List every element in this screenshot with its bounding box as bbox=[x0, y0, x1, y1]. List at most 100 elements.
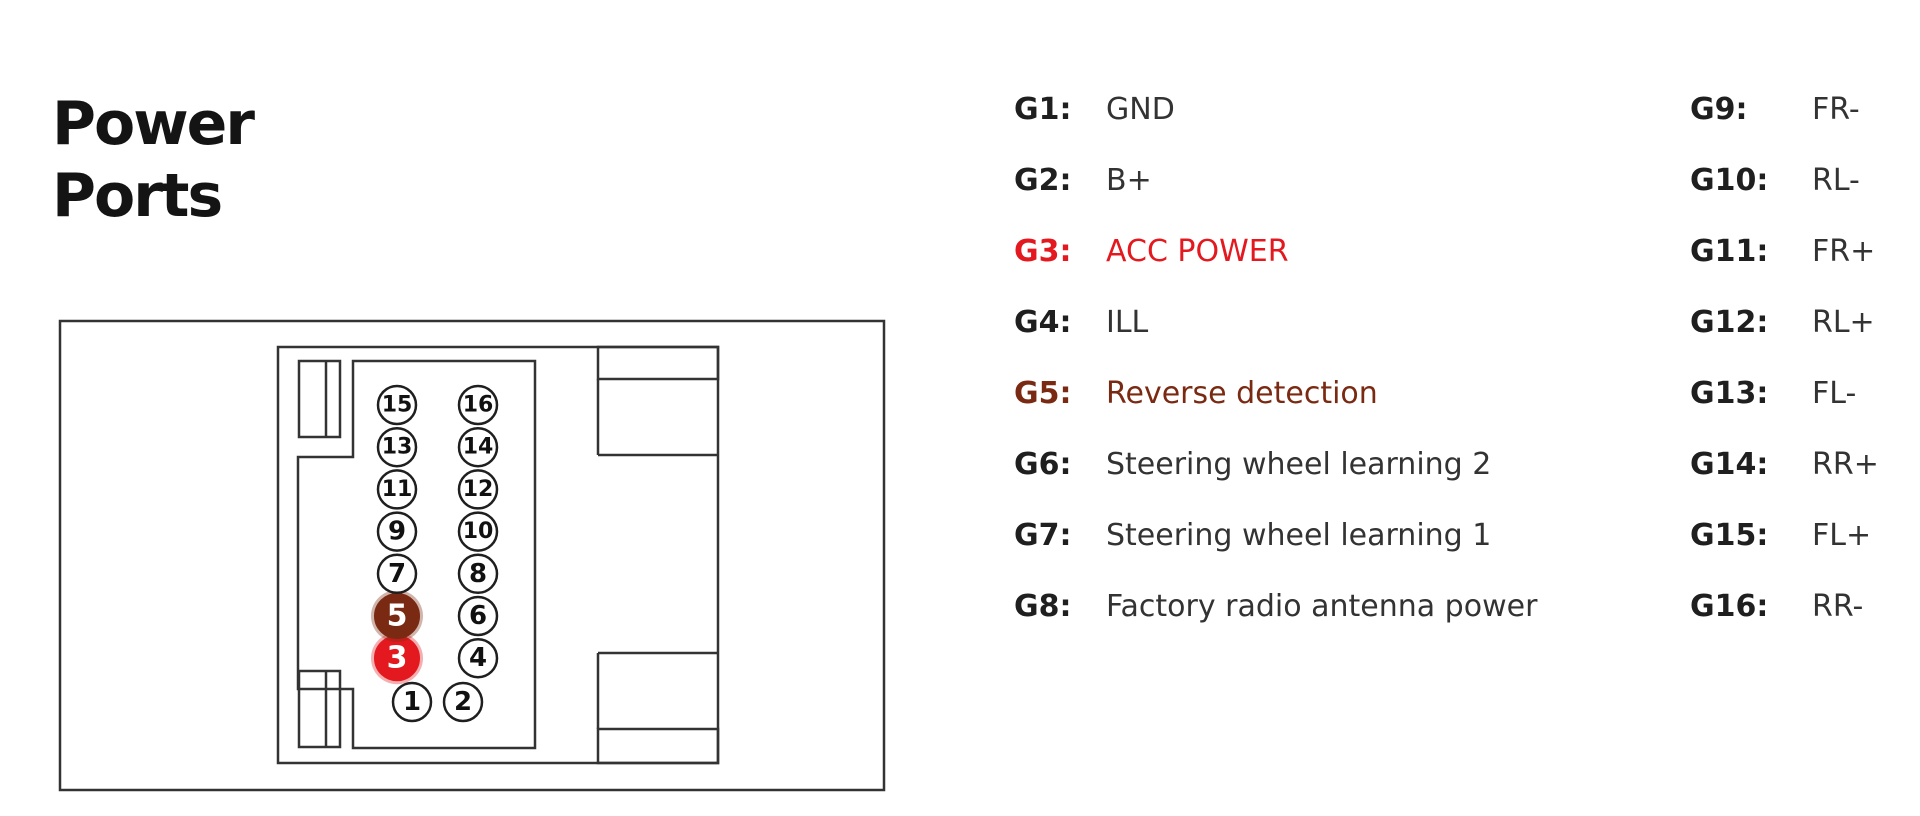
connector-pin-14: 14 bbox=[457, 426, 499, 468]
pin-function-label: GND bbox=[1106, 92, 1175, 127]
pin-function-label: RR+ bbox=[1812, 447, 1879, 482]
pinout-row-g12: G12: RL+ bbox=[1690, 305, 1875, 340]
pinout-row-g15: G15: FL+ bbox=[1690, 518, 1871, 553]
pin-id-label: G4: bbox=[1014, 305, 1072, 340]
pin-number-label: 16 bbox=[463, 393, 494, 418]
connector-pin-9: 9 bbox=[376, 511, 418, 552]
pin-id-label: G13: bbox=[1690, 376, 1769, 411]
connector-pin-11: 11 bbox=[376, 469, 418, 510]
pin-function-label: B+ bbox=[1106, 163, 1152, 198]
pinout-row-g8: G8: Factory radio antenna power bbox=[1014, 589, 1537, 624]
page-title: Power Ports bbox=[52, 88, 255, 232]
pin-function-label: ACC POWER bbox=[1106, 234, 1289, 269]
pin-id-label: G11: bbox=[1690, 234, 1769, 269]
top-latch-slot bbox=[297, 359, 342, 439]
pin-function-label: Reverse detection bbox=[1106, 376, 1378, 411]
pinout-row-g6: G6:Steering wheel learning 2 bbox=[1014, 447, 1491, 482]
pin-number-label: 6 bbox=[469, 601, 487, 631]
pin-circle bbox=[457, 511, 499, 552]
pin-number-label: 1 bbox=[403, 687, 421, 717]
connector-pin-13: 13 bbox=[376, 426, 418, 468]
pin-function-label: FL- bbox=[1812, 376, 1857, 411]
right-top-tab bbox=[596, 345, 720, 381]
pin-number-label: 8 bbox=[469, 559, 487, 589]
pinout-row-g13: G13: FL- bbox=[1690, 376, 1856, 411]
pinout-row-g9: G9: FR- bbox=[1690, 92, 1860, 127]
pinout-row-g1: G1: GND bbox=[1014, 92, 1175, 127]
pinout-row-g4: G4: ILL bbox=[1014, 305, 1148, 340]
pin-number-label: 11 bbox=[382, 477, 413, 502]
pinout-row-g3: G3: ACC POWER bbox=[1014, 234, 1289, 269]
pin-number-label: 5 bbox=[387, 599, 408, 634]
pinout-row-g7: G7: Steering wheel learning 1 bbox=[1014, 518, 1491, 553]
pin-circle bbox=[457, 469, 499, 510]
pin-function-label: FR- bbox=[1812, 92, 1860, 127]
pin-function-label: RL- bbox=[1812, 163, 1860, 198]
pin-number-label: 3 bbox=[387, 641, 408, 676]
pin-number-label: 13 bbox=[382, 435, 413, 460]
pin-circle bbox=[391, 681, 433, 723]
pin-circle bbox=[376, 553, 418, 595]
connector-pin-6: 6 bbox=[457, 595, 499, 637]
pin-id-label: G8: bbox=[1014, 589, 1072, 624]
pin-number-label: 10 bbox=[463, 519, 494, 544]
pinout-row-g16: G16: RR- bbox=[1690, 589, 1863, 624]
pin-number-label: 14 bbox=[463, 435, 494, 460]
pin-function-label: FL+ bbox=[1812, 518, 1872, 553]
pin-number-label: 9 bbox=[388, 517, 406, 547]
pin-circle bbox=[376, 469, 418, 510]
pinout-row-g2: G2: B+ bbox=[1014, 163, 1152, 198]
connector-pin-10: 10 bbox=[457, 511, 499, 552]
pin-id-label: G12: bbox=[1690, 305, 1769, 340]
pin-circle bbox=[376, 384, 418, 426]
pin-id-label: G5: bbox=[1014, 376, 1072, 411]
pin-circle bbox=[376, 511, 418, 552]
connector-pin-5: 5 bbox=[371, 590, 423, 642]
connector-pin-12: 12 bbox=[457, 469, 499, 510]
connector-pin-16: 16 bbox=[457, 384, 499, 426]
connector-inner-cavity bbox=[296, 359, 537, 750]
connector-pin-2: 2 bbox=[442, 681, 484, 723]
pin-id-label: G16: bbox=[1690, 589, 1769, 624]
right-bottom-tab bbox=[596, 727, 720, 765]
pin-id-label: G7: bbox=[1014, 518, 1072, 553]
pin-function-label: Factory radio antenna power bbox=[1106, 589, 1538, 624]
pinout-row-g14: G14: RR+ bbox=[1690, 447, 1879, 482]
pin-circle bbox=[457, 637, 499, 679]
pin-number-label: 12 bbox=[463, 477, 494, 502]
page-title-line-2: Ports bbox=[52, 161, 223, 231]
pin-function-label: Steering wheel learning 2 bbox=[1106, 447, 1492, 482]
pin-id-label: G9: bbox=[1690, 92, 1748, 127]
bottom-latch-slot bbox=[297, 669, 342, 749]
page-title-line-1: Power bbox=[52, 89, 255, 159]
pin-function-label: Steering wheel learning 1 bbox=[1106, 518, 1492, 553]
pinout-row-g5: G5: Reverse detection bbox=[1014, 376, 1378, 411]
pin-function-label: RR- bbox=[1812, 589, 1864, 624]
pinout-row-g11: G11: FR+ bbox=[1690, 234, 1875, 269]
pin-id-label: G15: bbox=[1690, 518, 1769, 553]
pin-id-label: G14: bbox=[1690, 447, 1769, 482]
pin-id-label: G3: bbox=[1014, 234, 1072, 269]
pin-id-label: G10: bbox=[1690, 163, 1769, 198]
pin-circle bbox=[457, 553, 499, 595]
diagram-frame bbox=[58, 319, 886, 792]
connector-pin-7: 7 bbox=[376, 553, 418, 595]
connector-pin-4: 4 bbox=[457, 637, 499, 679]
pin-circle bbox=[457, 426, 499, 468]
pin-number-label: 2 bbox=[454, 687, 472, 717]
pin-number-label: 7 bbox=[388, 559, 406, 589]
connector-pin-15: 15 bbox=[376, 384, 418, 426]
pin-circle bbox=[457, 595, 499, 637]
pin-circle bbox=[376, 426, 418, 468]
pinout-row-g10: G10: RL- bbox=[1690, 163, 1860, 198]
pin-id-label: G1: bbox=[1014, 92, 1072, 127]
pin-id-label: G2: bbox=[1014, 163, 1072, 198]
pin-number-label: 4 bbox=[469, 643, 487, 673]
pin-function-label: ILL bbox=[1106, 305, 1149, 340]
pin-function-label: RL+ bbox=[1812, 305, 1875, 340]
connector-pin-8: 8 bbox=[457, 553, 499, 595]
pin-function-label: FR+ bbox=[1812, 234, 1876, 269]
pin-circle bbox=[457, 384, 499, 426]
